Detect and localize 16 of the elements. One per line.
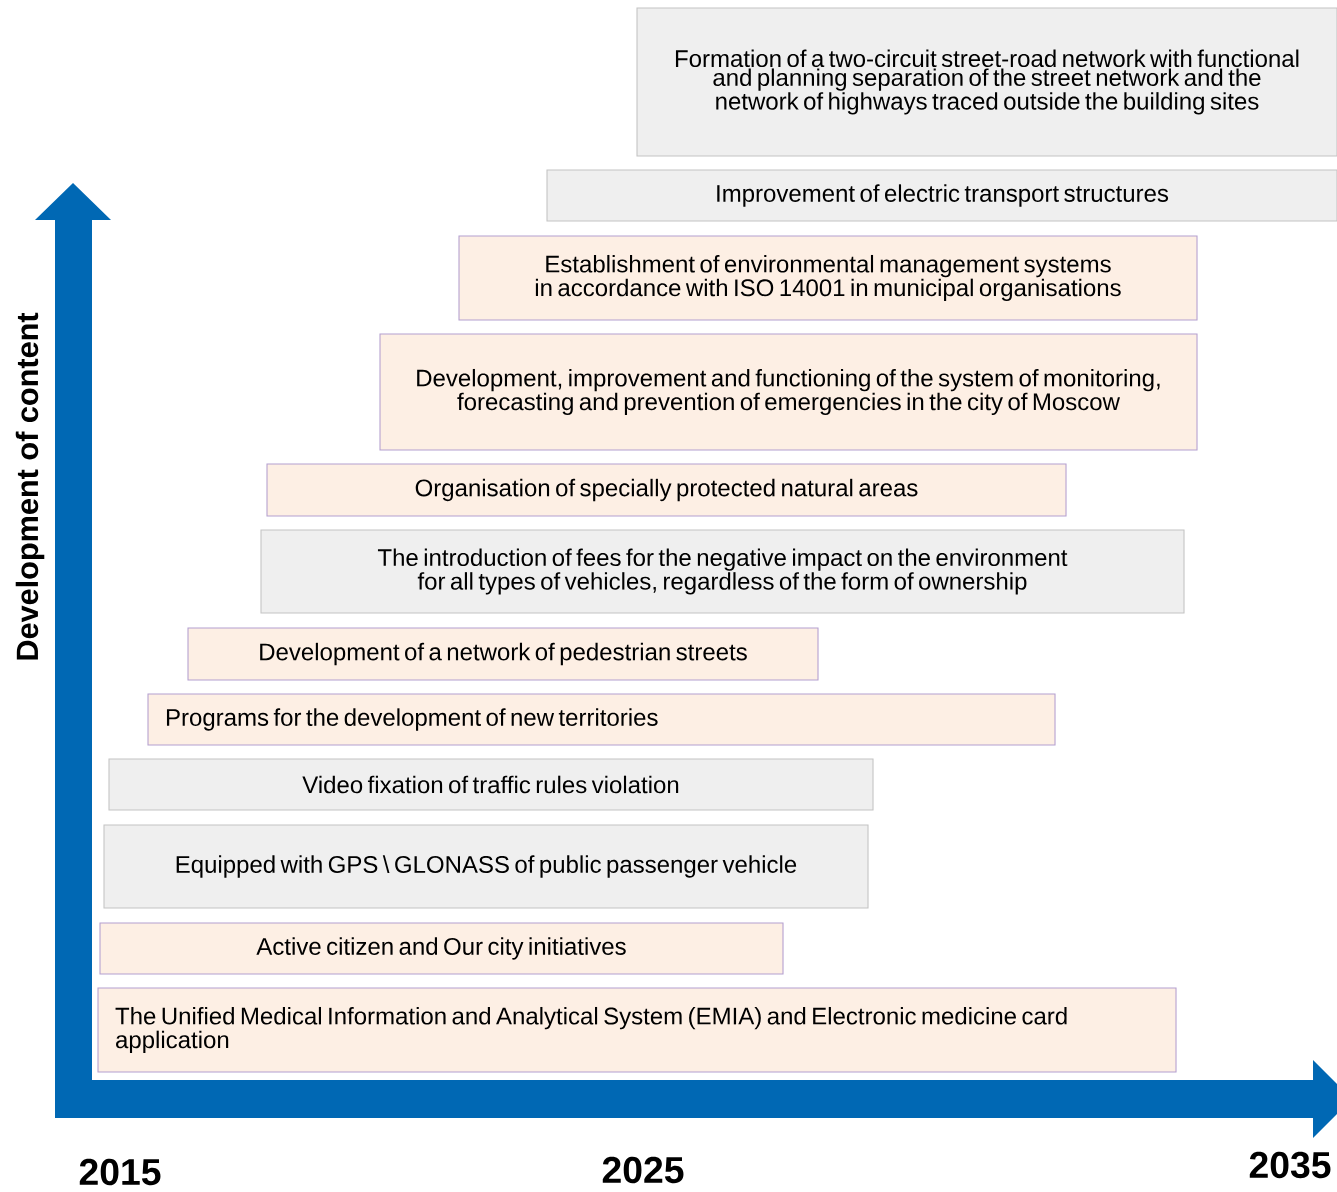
- text-box: The introduction of fees for the negative impact on the environment for all types of vehicles, regardless of the form of ownership: [260, 529, 1185, 614]
- text-box: Organisation of specially protected natural areas: [266, 463, 1067, 517]
- text-box: Programs for the development of new territories: [147, 693, 1056, 746]
- text-box: Development of a network of pedestrian streets: [187, 627, 819, 681]
- year-label: 2035: [1249, 1151, 1331, 1179]
- text-box: Improvement of electric transport structures: [546, 169, 1337, 222]
- text-box: Formation of a two-circuit street-road network with functional and planning separation of the street network and the network of highways traced outside the building sites: [636, 7, 1337, 157]
- text-box: Video fixation of traffic rules violation: [108, 758, 874, 811]
- text-box: Equipped with GPS \ GLONASS of public passenger vehicle: [103, 824, 869, 909]
- text-box: The Unified Medical Information and Analytical System (EMIA) and Electronic medicine card application: [97, 987, 1177, 1073]
- text-box: Establishment of environmental management systems in accordance with ISO 14001 in municipal organisations: [458, 235, 1198, 321]
- axis-label: Development of content: [15, 312, 45, 660]
- year-label: 2025: [602, 1156, 684, 1184]
- text-box: Development, improvement and functioning of the system of monitoring, forecasting and prevention of emergencies in the city of Moscow: [379, 333, 1198, 451]
- year-label: 2015: [79, 1158, 161, 1186]
- text-box: Active citizen and Our city initiatives: [99, 922, 784, 975]
